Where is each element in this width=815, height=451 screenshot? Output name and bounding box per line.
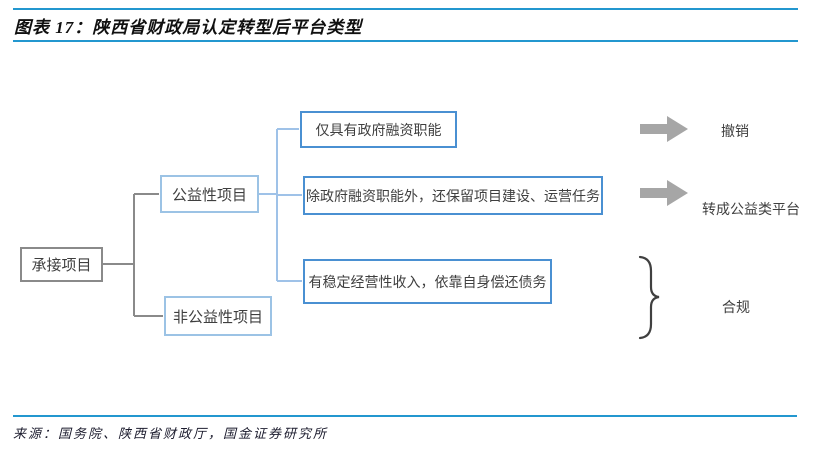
node-condition-stable-income: 有稳定经营性收入，依靠自身偿还债务 xyxy=(303,259,552,304)
node-condition-financing-only: 仅具有政府融资职能 xyxy=(300,111,457,148)
title-rule-top xyxy=(13,8,798,10)
node-root-project: 承接项目 xyxy=(20,247,103,282)
node-condition-retains-construction-operation: 除政府融资职能外，还保留项目建设、运营任务 xyxy=(303,176,603,215)
title-rule-bottom xyxy=(13,40,798,42)
right-arrow-icon xyxy=(640,116,688,142)
gray-connector-lines xyxy=(103,193,163,317)
outcome-label-revoke: 撤销 xyxy=(721,123,749,139)
right-arrow-icon xyxy=(640,180,688,206)
outcome-label-compliant: 合规 xyxy=(722,299,750,315)
node-non-public-welfare-project: 非公益性项目 xyxy=(164,296,272,336)
blue-connector-lines xyxy=(259,128,302,282)
source-note: 来源：国务院、陕西省财政厅，国金证券研究所 xyxy=(13,426,329,441)
outcome-label-convert-to-public-welfare-platform: 转成公益类平台 xyxy=(702,201,800,217)
footer-rule xyxy=(13,415,797,417)
figure-title: 图表 17：陕西省财政局认定转型后平台类型 xyxy=(14,18,363,37)
node-public-welfare-project: 公益性项目 xyxy=(160,175,259,213)
brace-icon xyxy=(638,255,660,340)
